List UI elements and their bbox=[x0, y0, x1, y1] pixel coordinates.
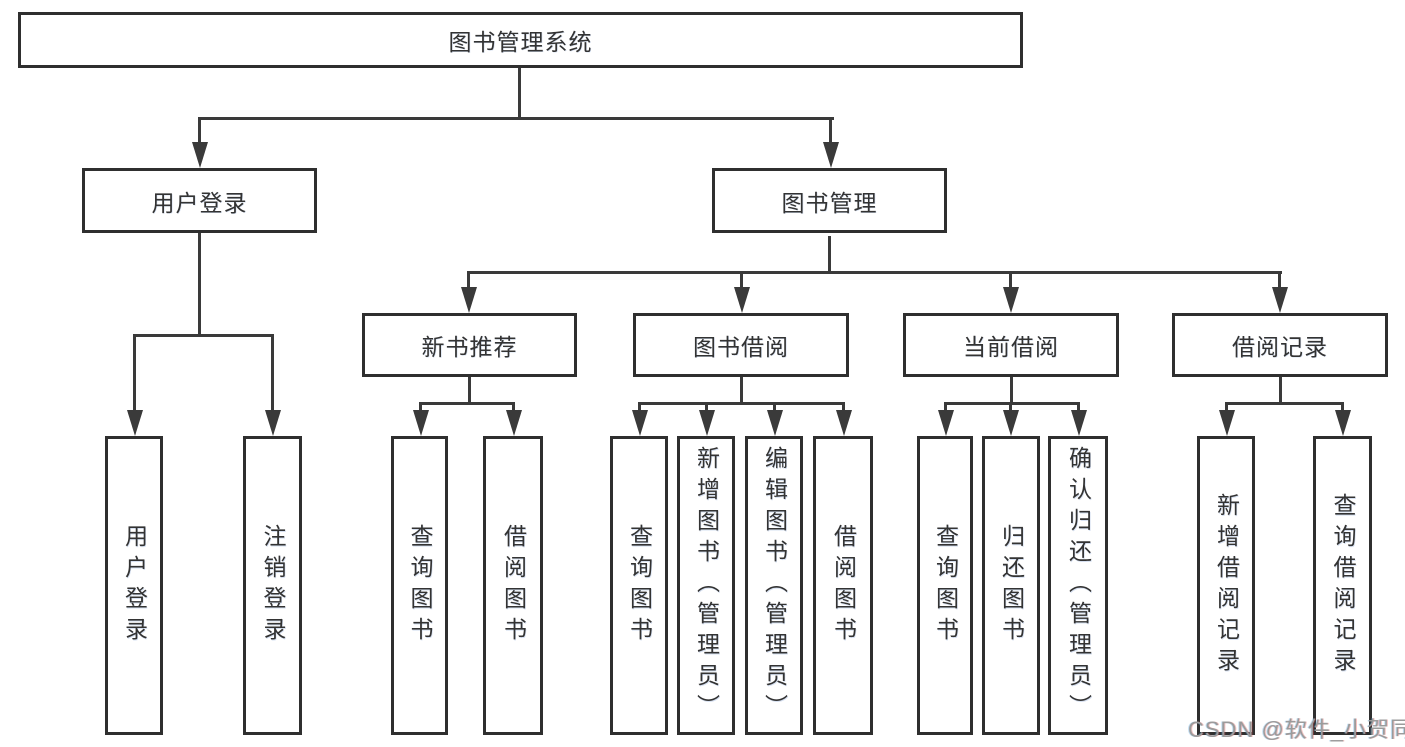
node-label: 归还图书 bbox=[998, 523, 1025, 648]
connector-line bbox=[829, 120, 832, 145]
arrow-down-icon bbox=[505, 410, 522, 436]
node-label: 当前借阅 bbox=[963, 334, 1059, 360]
leaf-return-books: 归还图书 bbox=[982, 436, 1040, 735]
arrow-down-icon bbox=[1271, 287, 1288, 313]
node-label: 图书借阅 bbox=[693, 334, 789, 360]
arrow-down-icon bbox=[1070, 410, 1087, 436]
arrow-down-icon bbox=[698, 410, 715, 436]
node-label: 新增借阅记录 bbox=[1213, 492, 1240, 679]
connector-line bbox=[419, 402, 515, 405]
connector-line bbox=[740, 274, 743, 290]
connector-line bbox=[1225, 402, 1344, 405]
leaf-query-books-recommend: 查询图书 bbox=[391, 436, 448, 735]
connector-line bbox=[1279, 377, 1282, 404]
arrow-down-icon bbox=[126, 410, 143, 436]
arrow-down-icon bbox=[1002, 287, 1019, 313]
arrow-down-icon bbox=[733, 287, 750, 313]
node-label: 借阅图书 bbox=[500, 523, 527, 648]
node-label: 用户登录 bbox=[151, 189, 248, 216]
connector-line bbox=[198, 120, 201, 145]
connector-line bbox=[1010, 377, 1013, 404]
connector-line bbox=[467, 274, 470, 290]
node-label: 查询图书 bbox=[407, 523, 433, 648]
arrow-down-icon bbox=[1002, 410, 1019, 436]
leaf-borrow-books: 借阅图书 bbox=[813, 436, 873, 735]
node-label: 图书管理系统 bbox=[448, 29, 593, 55]
arrow-down-icon bbox=[631, 410, 648, 436]
connector-line bbox=[133, 334, 274, 337]
connector-line bbox=[198, 233, 201, 336]
leaf-add-books-admin: 新增图书（管理员） bbox=[677, 436, 735, 735]
node-borrow-records: 借阅记录 bbox=[1172, 313, 1388, 377]
arrow-down-icon bbox=[1334, 410, 1351, 436]
node-label: 图书管理 bbox=[781, 189, 878, 216]
watermark: CSDN @软件_小贺同学 bbox=[1188, 717, 1405, 742]
node-label: 注销登录 bbox=[260, 523, 286, 648]
node-label: 用户登录 bbox=[121, 523, 148, 648]
leaf-user-login: 用户登录 bbox=[105, 436, 163, 735]
connector-line bbox=[518, 68, 521, 118]
leaf-borrow-books-recommend: 借阅图书 bbox=[483, 436, 543, 735]
arrow-down-icon bbox=[766, 410, 783, 436]
node-label: 借阅图书 bbox=[830, 523, 857, 648]
node-label: 借阅记录 bbox=[1232, 334, 1328, 360]
connector-line bbox=[133, 337, 136, 412]
leaf-add-borrow-record: 新增借阅记录 bbox=[1197, 436, 1255, 735]
node-label: 编辑图书（管理员） bbox=[761, 446, 788, 725]
connector-line bbox=[638, 402, 845, 405]
node-user-login-branch: 用户登录 bbox=[82, 168, 317, 233]
node-book-borrow: 图书借阅 bbox=[633, 313, 849, 377]
connector-line bbox=[1009, 274, 1012, 290]
arrow-down-icon bbox=[835, 410, 852, 436]
arrow-down-icon bbox=[460, 287, 477, 313]
connector-line bbox=[1278, 274, 1281, 290]
arrow-down-icon bbox=[822, 142, 839, 168]
node-label: 查询图书 bbox=[932, 523, 959, 648]
node-label: 新书推荐 bbox=[421, 334, 518, 360]
leaf-query-borrow-record: 查询借阅记录 bbox=[1313, 436, 1372, 735]
arrow-down-icon bbox=[412, 410, 429, 436]
leaf-logout: 注销登录 bbox=[243, 436, 302, 735]
node-label: 确认归还（管理员） bbox=[1065, 446, 1092, 725]
connector-line bbox=[271, 337, 274, 412]
connector-line bbox=[198, 117, 834, 120]
leaf-query-books-current: 查询图书 bbox=[917, 436, 973, 735]
arrow-down-icon bbox=[1218, 410, 1235, 436]
leaf-query-books-borrow: 查询图书 bbox=[610, 436, 668, 735]
node-current-borrow: 当前借阅 bbox=[903, 313, 1119, 377]
node-label: 查询借阅记录 bbox=[1330, 492, 1356, 679]
arrow-down-icon bbox=[264, 410, 281, 436]
connector-line bbox=[944, 402, 1080, 405]
connector-line bbox=[828, 236, 831, 273]
arrow-down-icon bbox=[937, 410, 954, 436]
arrow-down-icon bbox=[191, 142, 208, 168]
leaf-edit-books-admin: 编辑图书（管理员） bbox=[745, 436, 803, 735]
leaf-confirm-return-admin: 确认归还（管理员） bbox=[1048, 436, 1108, 735]
connector-line bbox=[467, 271, 1282, 274]
node-label: 查询图书 bbox=[626, 523, 653, 648]
node-root-system: 图书管理系统 bbox=[18, 12, 1023, 68]
node-label: 新增图书（管理员） bbox=[693, 446, 720, 725]
node-book-management-branch: 图书管理 bbox=[712, 168, 947, 233]
connector-line bbox=[740, 377, 743, 404]
node-new-book-recommend: 新书推荐 bbox=[362, 313, 577, 377]
connector-line bbox=[468, 377, 471, 404]
